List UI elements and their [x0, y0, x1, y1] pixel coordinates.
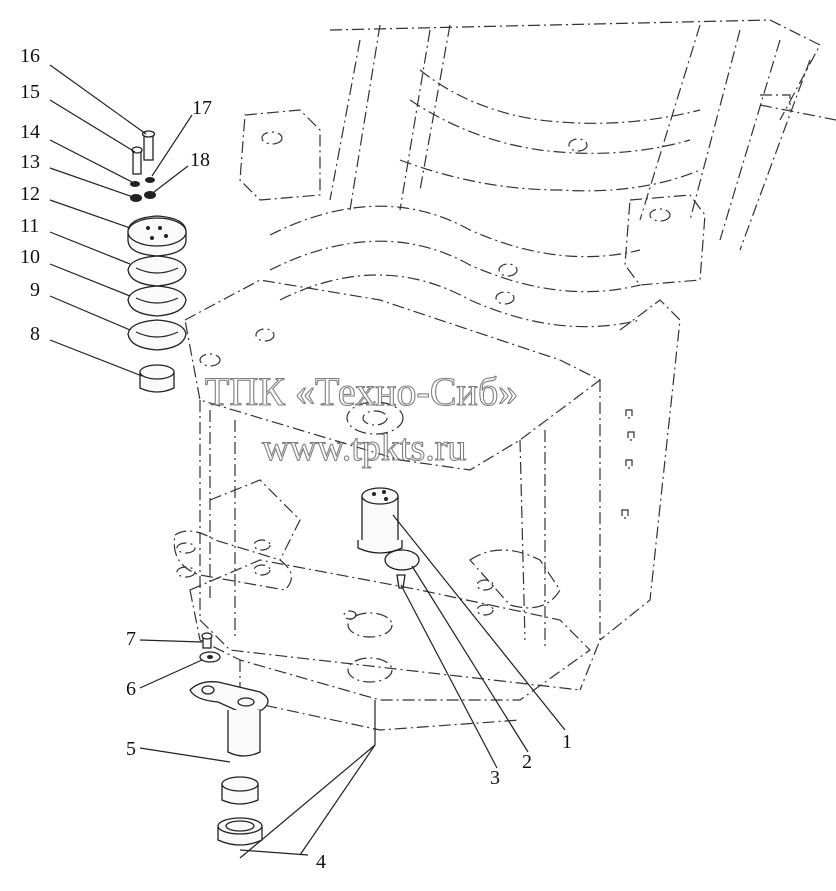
callout-17: 17 — [192, 97, 212, 119]
callout-1: 1 — [562, 731, 572, 753]
callout-10: 10 — [20, 246, 40, 268]
callout-18: 18 — [190, 149, 210, 171]
callout-4: 4 — [316, 851, 326, 873]
bolt-part — [141, 130, 156, 161]
callout-12: 12 — [20, 183, 40, 205]
callout-3: 3 — [490, 767, 500, 789]
lower-bushing-part — [221, 776, 259, 805]
watermark: ТПК «Техно-Сиб» www.tpkts.ru — [204, 368, 518, 469]
watermark-company: ТПК «Техно-Сиб» — [205, 369, 518, 414]
lower-washer-part — [199, 651, 221, 663]
bushing-part — [139, 364, 175, 393]
callout-2: 2 — [522, 751, 532, 773]
callout-labels: 16 15 14 13 12 11 10 9 8 17 18 7 6 5 4 3… — [20, 45, 572, 873]
shim-part — [127, 255, 187, 287]
callout-14: 14 — [20, 121, 40, 143]
callout-7: 7 — [126, 628, 136, 650]
callout-16: 16 — [20, 45, 40, 67]
lower-bolt-part — [201, 632, 213, 649]
leader-lines — [49, 64, 566, 859]
callout-11: 11 — [20, 215, 39, 237]
callout-15: 15 — [20, 81, 40, 103]
washer-parts — [130, 177, 156, 202]
cap-plate-part — [127, 215, 187, 257]
chassis-frame — [173, 19, 836, 731]
disc-part — [384, 549, 420, 571]
upper-pin-part — [357, 487, 403, 554]
watermark-website: www.tpkts.ru — [262, 427, 466, 469]
callout-6: 6 — [126, 678, 136, 700]
shim-part — [127, 285, 187, 317]
lower-pin-part — [189, 681, 269, 757]
lower-bushing-part — [217, 817, 263, 846]
callout-13: 13 — [20, 151, 40, 173]
callout-5: 5 — [126, 738, 136, 760]
callout-9: 9 — [30, 279, 40, 301]
shim-part — [127, 319, 187, 351]
callout-8: 8 — [30, 323, 40, 345]
